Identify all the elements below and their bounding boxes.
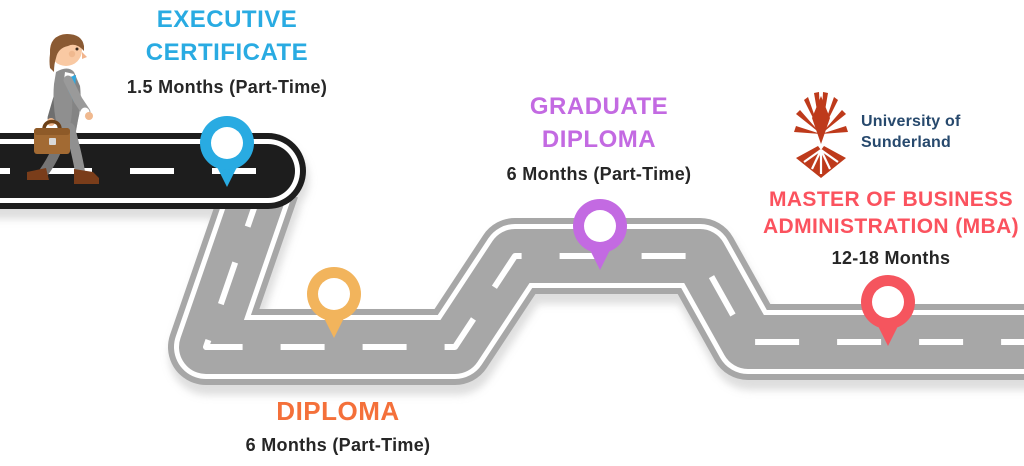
milestone-title: EXECUTIVE CERTIFICATE [127,3,327,69]
milestone-duration: 12-18 Months [831,248,951,268]
map-pin-graduate-diploma-icon [573,199,627,270]
milestone-duration: 1.5 Months (Part-Time) [126,77,328,97]
milestone-duration: 6 Months (Part-Time) [245,435,431,455]
map-pin-executive-certificate-icon [200,116,254,187]
map-pin-diploma-icon [307,267,361,338]
businessman-walking-icon [27,34,99,184]
milestone-title-line: GRADUATE [529,93,669,120]
university-name-line: Sunderland [861,134,952,151]
milestone-executive-certificate: EXECUTIVE CERTIFICATE 1.5 Months (Part-T… [127,3,327,98]
milestone-title: MASTER OF BUSINESS ADMINISTRATION (MBA) [763,186,1019,240]
road-center-dashes [203,184,1024,350]
milestone-title-line: ADMINISTRATION (MBA) [762,215,1020,238]
milestone-title: GRADUATE DIPLOMA [507,90,692,156]
milestone-title-line: MASTER OF BUSINESS [768,188,1014,211]
milestone-title-line: DIPLOMA [541,126,657,153]
milestone-title-line: CERTIFICATE [145,39,309,66]
map-pin-mba-icon [861,275,915,346]
milestone-graduate-diploma: GRADUATE DIPLOMA 6 Months (Part-Time) [507,90,692,185]
milestone-duration: 6 Months (Part-Time) [506,164,692,184]
milestone-title-line: EXECUTIVE [156,6,298,33]
milestone-title-line: DIPLOMA [276,396,400,426]
university-name: University of Sunderland [861,111,961,153]
university-name-line: University of [861,113,961,130]
milestone-title: DIPLOMA [246,395,431,427]
university-of-sunderland-logo-icon [794,92,848,178]
logo-rays [803,149,839,174]
milestone-mba: MASTER OF BUSINESS ADMINISTRATION (MBA) … [763,186,1019,269]
milestone-diploma: DIPLOMA 6 Months (Part-Time) [246,395,431,456]
road-main-segment [168,172,1024,385]
